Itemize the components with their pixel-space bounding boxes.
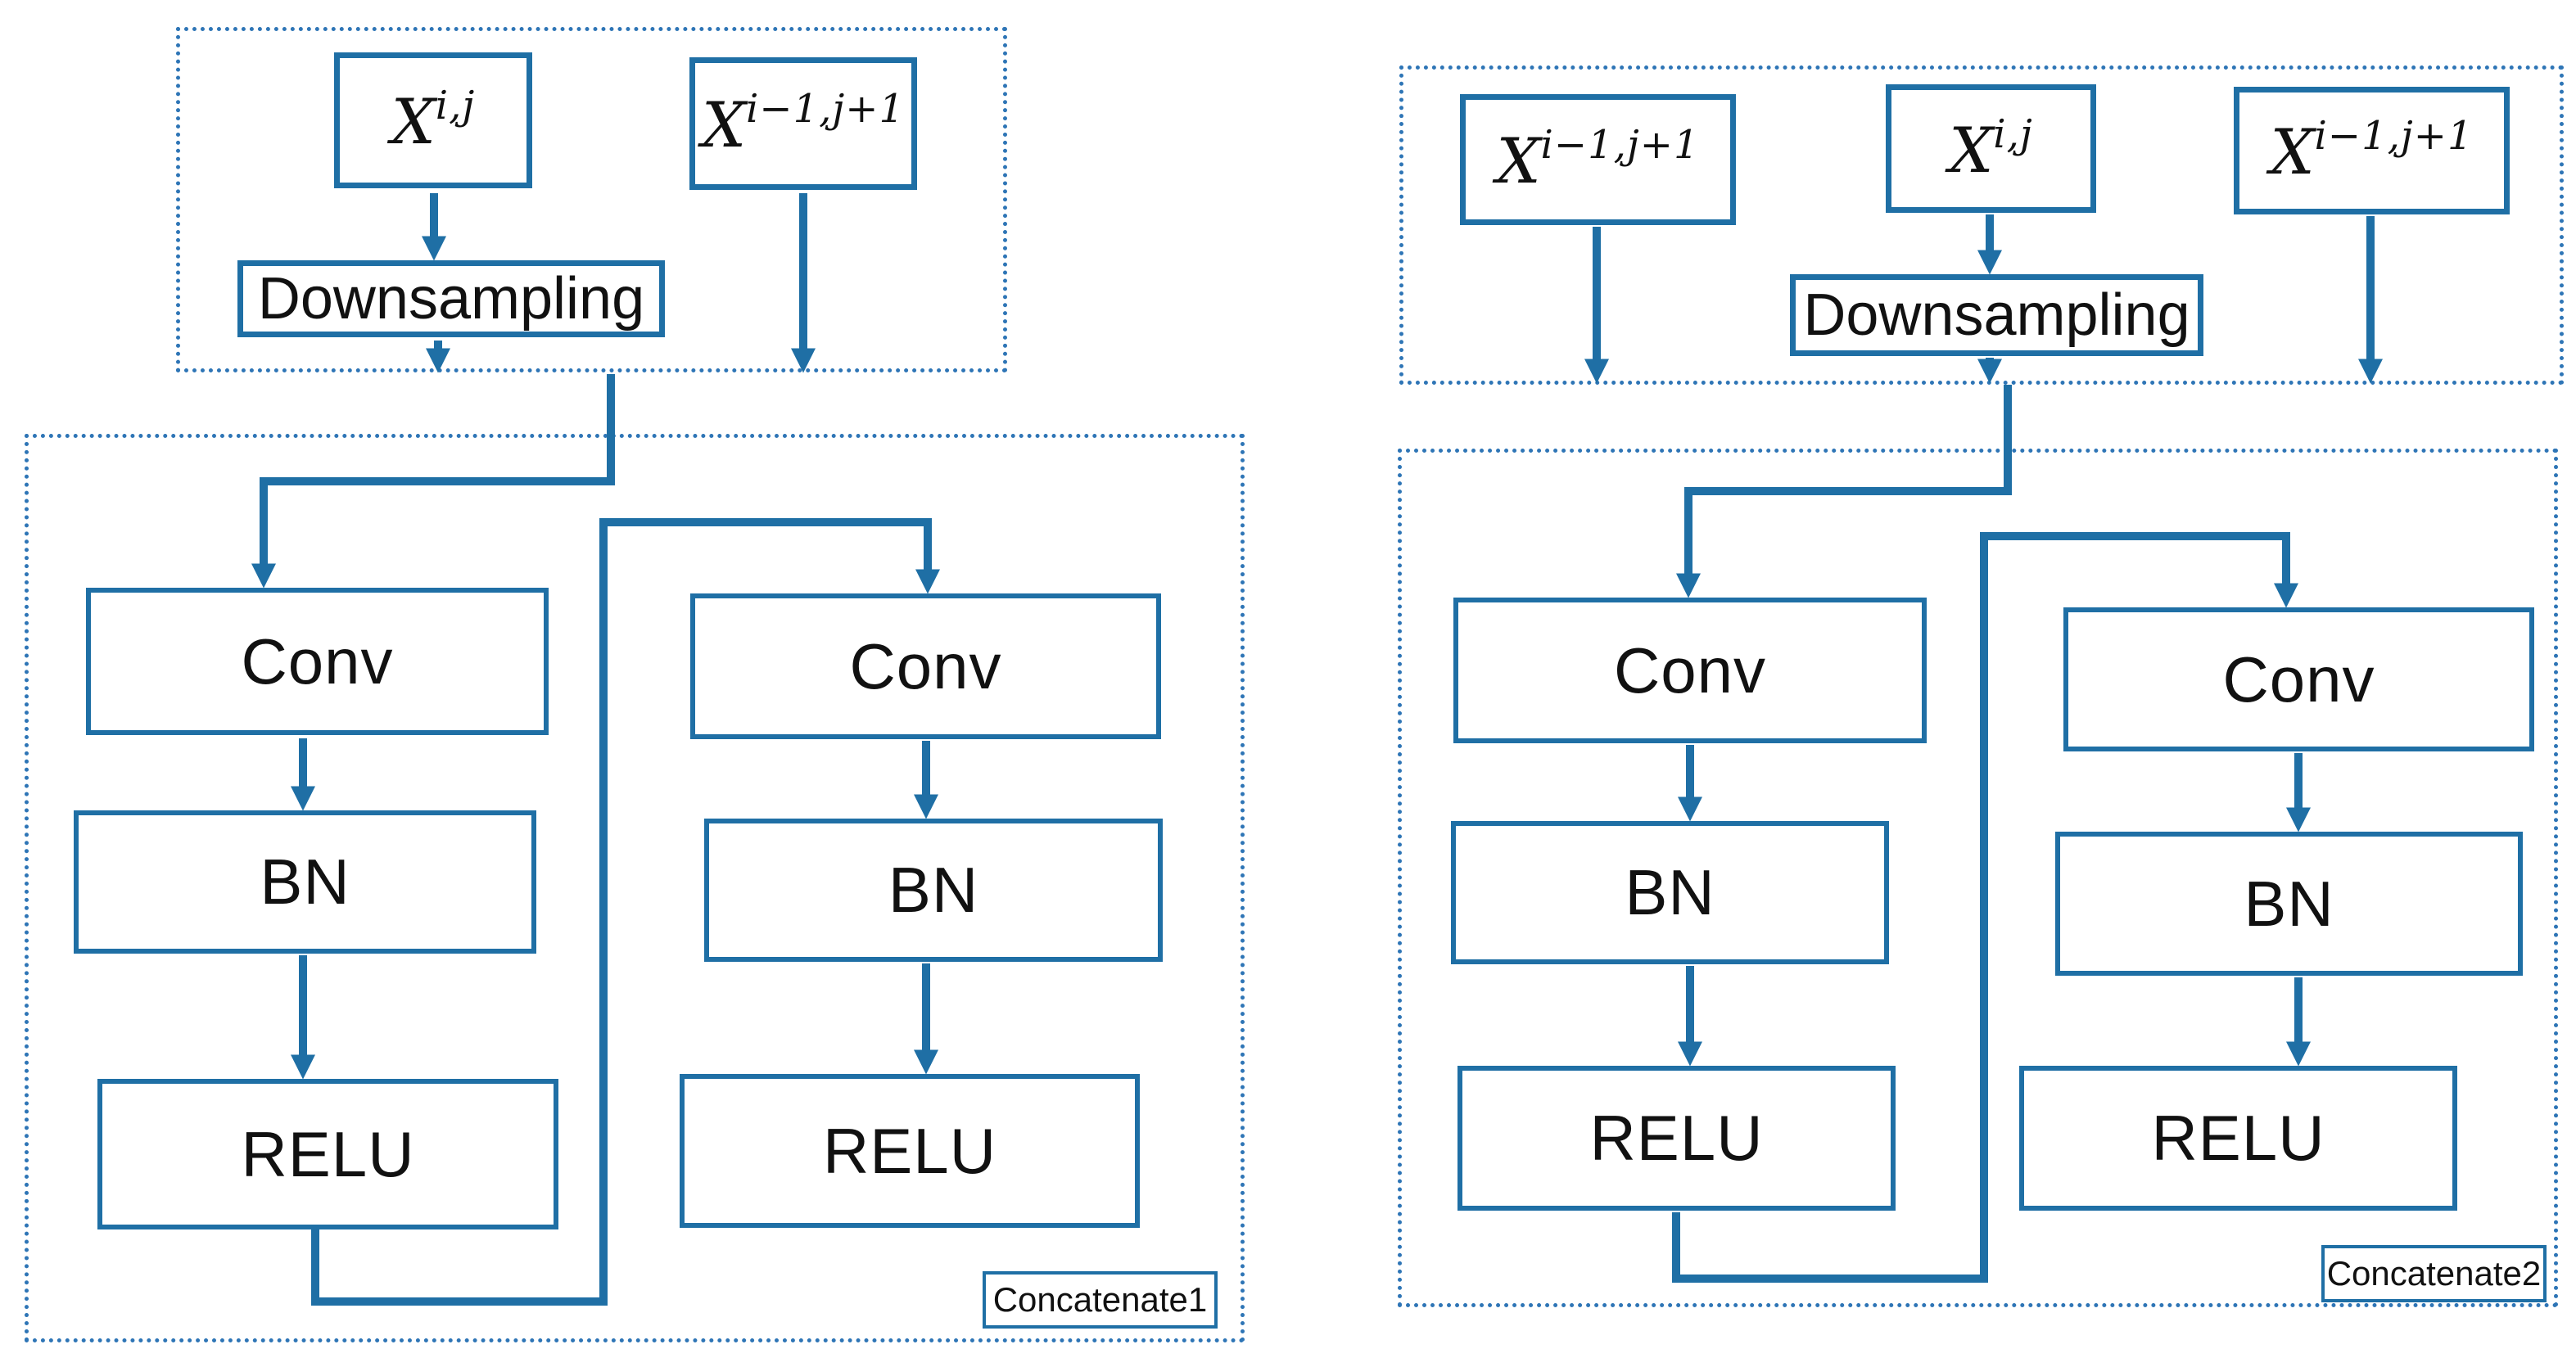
math-base: X [391, 85, 436, 158]
math-sup: i−1,j+1 [1540, 122, 1700, 168]
relu-box: RELU [1457, 1066, 1896, 1211]
math-sup: i,j [435, 83, 476, 129]
input-box-x-prev: Xi−1,j+1 [689, 57, 917, 190]
bn-box: BN [1451, 821, 1889, 964]
math-base: X [2270, 115, 2315, 188]
bn-box: BN [74, 810, 536, 954]
downsampling-box: Downsampling [1790, 274, 2203, 356]
concatenate1-label-box: Concatenate1 [983, 1271, 1218, 1329]
conv-label: Conv [241, 625, 394, 697]
downsampling-label: Downsampling [257, 266, 645, 332]
concatenate2-label: Concatenate2 [2326, 1254, 2542, 1293]
relu-label: RELU [2151, 1102, 2325, 1174]
math-base: X [1949, 113, 1994, 187]
bn-label: BN [2244, 867, 2334, 940]
downsampling-box: Downsampling [237, 260, 665, 337]
bn-label: BN [260, 846, 350, 918]
math-base: X [1496, 124, 1541, 197]
math-sup: i−1,j+1 [2314, 113, 2474, 159]
concatenate1-label: Concatenate1 [992, 1280, 1208, 1319]
concatenate2-label-box: Concatenate2 [2321, 1245, 2547, 1302]
input-box-x-ij: Xi,j [1886, 84, 2096, 213]
input-box-x-prev-right: Xi−1,j+1 [2234, 87, 2510, 214]
math-label: Xi,j [1949, 111, 2033, 187]
conv-label: Conv [849, 629, 1002, 702]
concatenate1-group-box [25, 434, 1245, 1342]
bn-label: BN [888, 854, 979, 926]
conv-box: Conv [2063, 607, 2534, 751]
relu-box: RELU [2019, 1066, 2457, 1211]
relu-label: RELU [241, 1117, 415, 1190]
bn-box: BN [2055, 832, 2523, 976]
math-base: X [701, 88, 747, 161]
relu-box: RELU [97, 1079, 558, 1229]
input-box-x-ij: Xi,j [334, 52, 532, 188]
downsampling-label: Downsampling [1803, 282, 2190, 348]
conv-box: Conv [1453, 598, 1927, 743]
math-label: Xi−1,j+1 [1496, 122, 1699, 197]
relu-label: RELU [822, 1114, 997, 1187]
math-label: Xi−1,j+1 [2270, 113, 2473, 188]
bn-label: BN [1625, 856, 1715, 928]
conv-label: Conv [2222, 643, 2375, 715]
relu-box: RELU [680, 1074, 1140, 1228]
conv-box: Conv [690, 593, 1161, 739]
conv-label: Conv [1613, 634, 1767, 706]
bn-box: BN [704, 819, 1163, 962]
input-group-box-1 [176, 27, 1007, 372]
relu-label: RELU [1589, 1102, 1764, 1174]
input-box-x-prev-left: Xi−1,j+1 [1460, 94, 1736, 225]
math-label: Xi,j [391, 83, 476, 158]
math-label: Xi−1,j+1 [702, 86, 905, 161]
math-sup: i−1,j+1 [746, 86, 906, 132]
conv-box: Conv [86, 588, 549, 735]
math-sup: i,j [1993, 111, 2033, 157]
